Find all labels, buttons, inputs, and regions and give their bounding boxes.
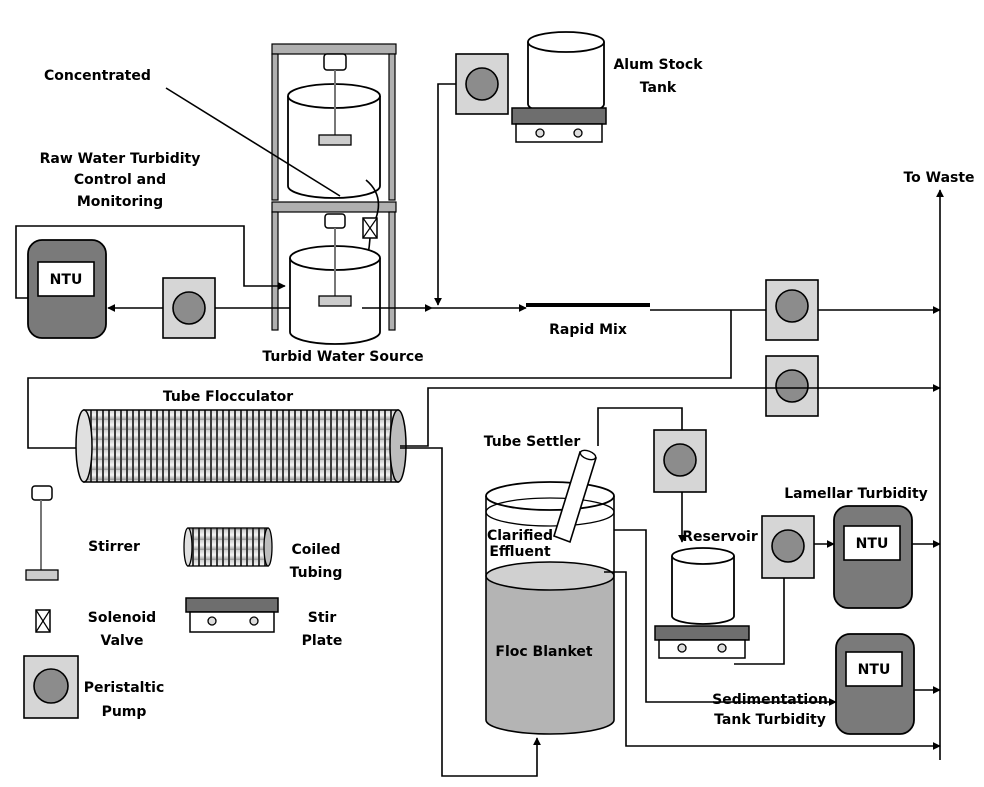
raw-water-monitor-line [15,225,286,299]
label-rapid-mix: Rapid Mix [549,322,627,338]
legend-peristaltic-pump [23,655,79,719]
svg-text:NTU: NTU [858,662,891,678]
stirrer-paddle [318,295,352,307]
legend-label-stir-1: Stir [308,610,337,626]
flocculator-to-settler-line [400,447,541,777]
stir-plate-top [511,107,607,125]
label-lamellar-turbidity: Lamellar Turbidity [784,486,928,502]
stirrer-paddle [318,134,352,146]
stir-plate-base [515,123,603,143]
peristaltic-pump-bypass-1 [765,279,819,341]
svg-text:NTU: NTU [856,536,889,552]
label-to-waste: To Waste [903,170,974,186]
floc-to-waste-line [604,571,941,750]
svg-text:NTU: NTU [50,272,83,288]
label-raw-water-2: Control and [74,172,166,188]
rapid-mix-to-flocculator-line [27,310,732,452]
label-sedimentation-1: Sedimentation [712,692,828,708]
concentrated-tank [287,53,381,199]
legend-label-solenoid-2: Valve [101,633,144,649]
peristaltic-pump-alum [455,53,509,115]
label-turbid-water-source: Turbid Water Source [262,349,423,365]
stirrer-motor [323,53,347,71]
label-alum-1: Alum Stock [613,57,703,73]
label-clarified-2: Effluent [489,544,551,560]
legend-label-peristaltic-2: Pump [102,704,147,720]
lamellar-turbidity-ntu-meter: NTU [833,505,913,609]
legend-label-solenoid-1: Solenoid [88,610,156,626]
tube-settler [553,449,597,544]
stir-plate-top [654,625,750,641]
tube-flocculator [75,409,407,483]
stirrer-motor [324,213,346,229]
legend-label-coiled-2: Tubing [290,565,343,581]
label-clarified-1: Clarified [487,528,553,544]
stir-plate-base [658,639,746,659]
legend-stir-plate [185,597,279,633]
peristaltic-pump-lamellar [761,515,815,579]
label-concentrated: Concentrated [44,68,151,84]
legend-label-stirrer: Stirrer [88,539,140,555]
stand-frame [271,43,397,331]
floc-blanket-fill [486,576,614,734]
label-tube-settler: Tube Settler [484,434,581,450]
reservoir-tank [654,547,750,659]
legend-solenoid-valve [35,609,51,633]
sedimentation-tank [485,481,615,735]
legend-label-coiled-1: Coiled [291,542,340,558]
raw-water-ntu-meter: NTU [27,239,107,339]
label-raw-water-3: Monitoring [77,194,163,210]
label-alum-2: Tank [640,80,677,96]
label-sedimentation-2: Tank Turbidity [714,712,826,728]
flocculator-to-waste-line [400,384,941,447]
concentrated-pointer-line [165,87,341,197]
legend-stirrer [25,485,59,581]
alum-stock-tank [511,31,607,143]
label-reservoir: Reservoir [682,529,758,545]
label-raw-water-1: Raw Water Turbidity [40,151,201,167]
legend-label-stir-2: Plate [302,633,343,649]
alum-feed-line [434,83,456,306]
peristaltic-pump-reservoir [653,429,707,493]
label-floc-blanket: Floc Blanket [495,644,592,660]
clarified-effluent-line [614,529,837,706]
peristaltic-pump-bypass-2 [765,355,819,417]
legend-label-peristaltic-1: Peristaltic [84,680,165,696]
peristaltic-pump-raw [162,277,216,339]
sedimentation-tank-turbidity-ntu-meter: NTU [835,633,915,735]
label-tube-flocculator: Tube Flocculator [163,389,293,405]
legend-coiled-tubing [183,527,273,567]
turbid-water-source-tank [289,213,381,345]
